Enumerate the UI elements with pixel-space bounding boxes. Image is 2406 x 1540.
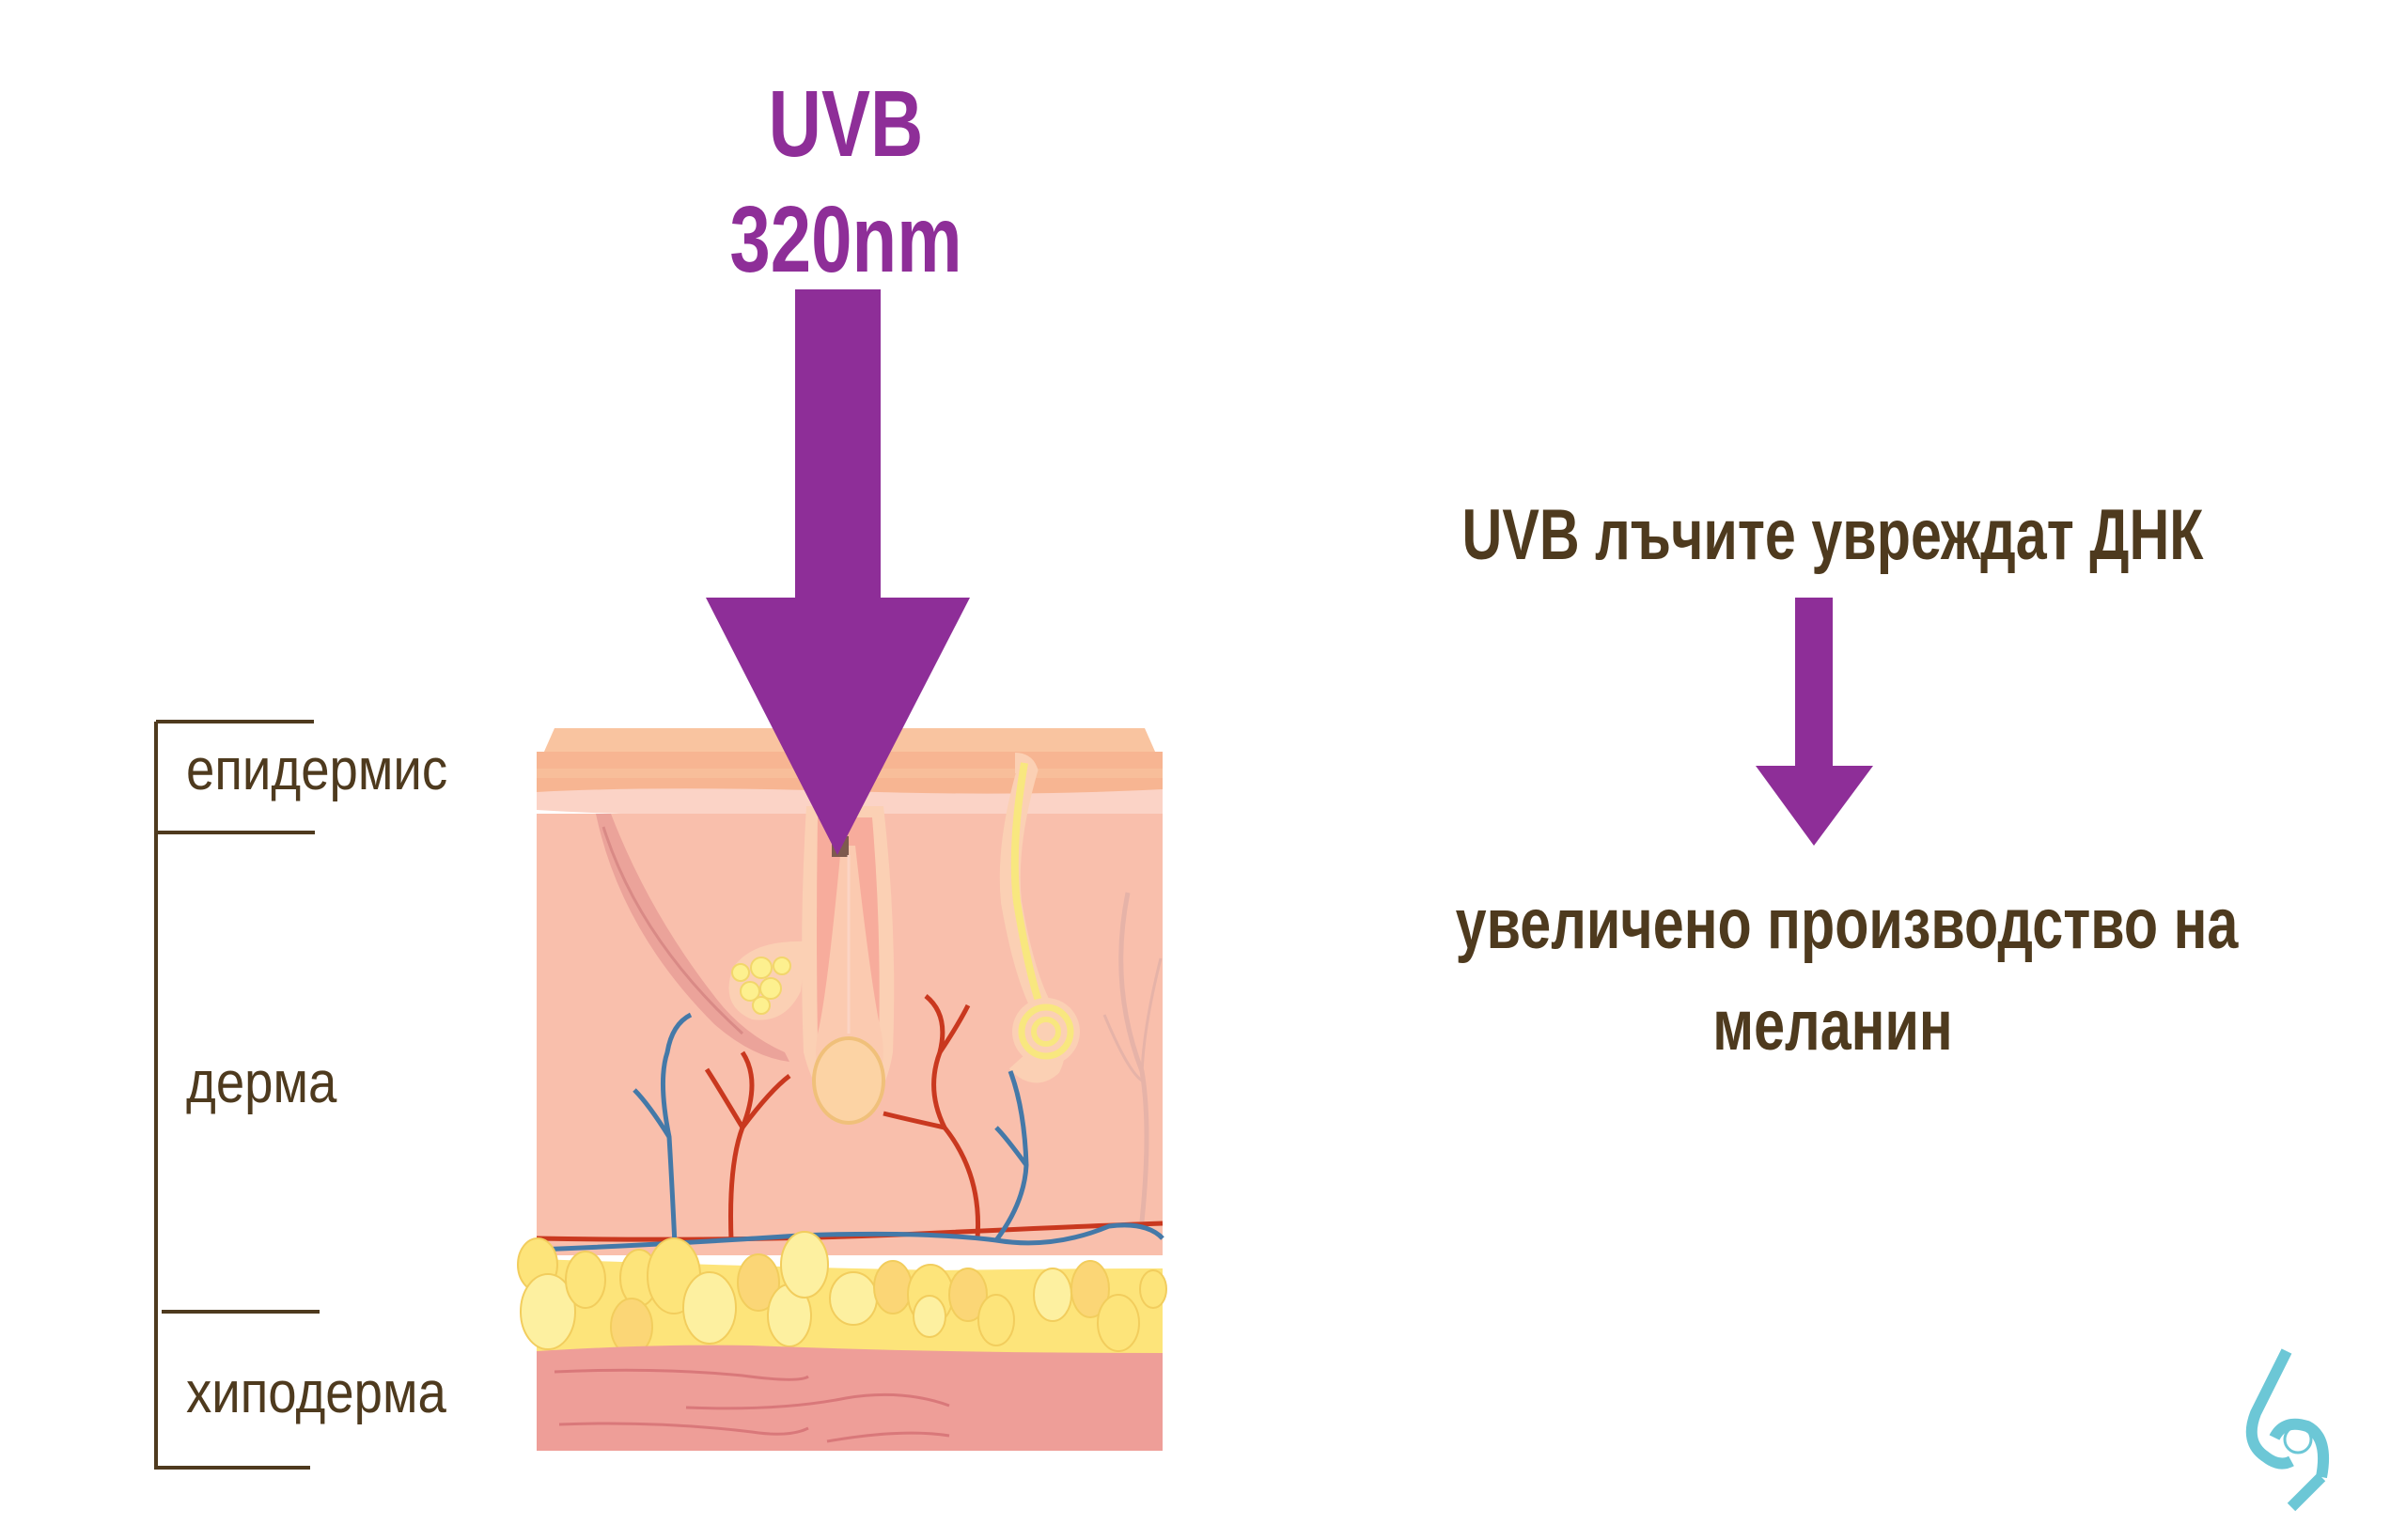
cause-text: UVB лъчите увреждат ДНК <box>1461 495 2204 575</box>
hypodermis-label: хиподерма <box>186 1361 446 1425</box>
uvb-label: UVB <box>768 71 924 177</box>
flow-arrow <box>1756 598 1873 846</box>
69-logo-icon <box>2245 1348 2330 1512</box>
uvb-ray-arrow <box>706 289 970 855</box>
effect-text-line1: увеличено производство на <box>1455 884 2239 964</box>
epidermis-label: епидермис <box>186 738 448 802</box>
dermis-label: дерма <box>186 1050 337 1115</box>
wavelength-label: 320nm <box>729 187 962 292</box>
effect-text-line2: меланин <box>1712 986 1953 1066</box>
layer-brackets <box>154 720 320 1470</box>
